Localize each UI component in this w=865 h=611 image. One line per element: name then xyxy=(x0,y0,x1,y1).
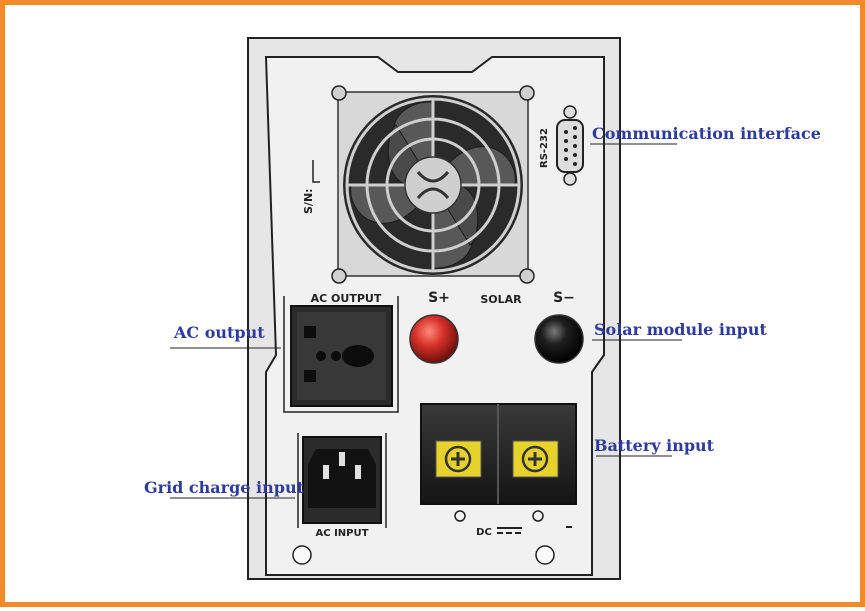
callout-leaders xyxy=(170,143,682,499)
plus-icon xyxy=(444,445,549,473)
battery-terminal-block xyxy=(420,403,577,505)
solar-positive-label: S+ xyxy=(428,290,450,306)
callout-solar-module-input: Solar module input xyxy=(594,320,767,339)
screw-icon xyxy=(331,85,535,284)
fan-icon xyxy=(337,91,529,277)
serial-number-label: S/N: xyxy=(302,188,315,214)
dc-symbol xyxy=(497,527,522,534)
db9-connector-icon xyxy=(556,105,584,186)
universal-socket-icon xyxy=(290,305,393,407)
ac-output-bracket xyxy=(283,296,399,413)
mount-hole-left xyxy=(292,545,312,565)
ac-input-bracket xyxy=(297,433,387,528)
battery-screw-left xyxy=(454,510,466,522)
mount-hole-right xyxy=(535,545,555,565)
callout-battery-input: Battery input xyxy=(594,436,715,455)
callout-communication-interface: Communication interface xyxy=(592,124,821,143)
solar-positive-terminal xyxy=(409,314,459,364)
battery-screw-right xyxy=(532,510,544,522)
callout-ac-output: AC output xyxy=(174,323,265,342)
ac-output-label: AC OUTPUT xyxy=(311,292,382,305)
ac-input-label: AC INPUT xyxy=(316,528,369,539)
solar-negative-label: S− xyxy=(553,290,575,306)
solar-label: SOLAR xyxy=(480,293,522,306)
serial-number-bracket xyxy=(312,160,320,183)
solar-negative-terminal xyxy=(534,314,584,364)
rs232-label: RS-232 xyxy=(539,128,550,168)
iec-inlet-icon xyxy=(302,436,382,524)
dc-label: DC xyxy=(476,527,492,538)
callout-grid-charge-input: Grid charge input xyxy=(144,478,304,497)
